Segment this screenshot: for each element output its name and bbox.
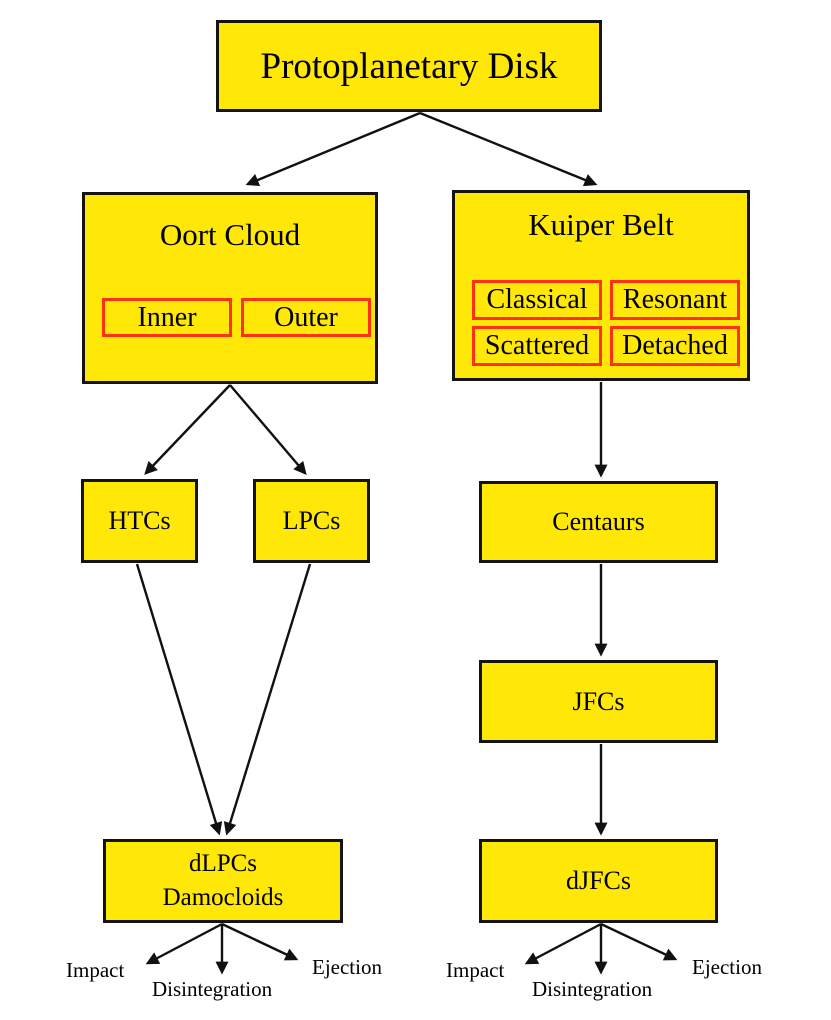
kuiper-sub-grid: Classical Resonant Scattered Detached: [472, 280, 740, 366]
node-centaurs: Centaurs: [479, 481, 718, 563]
node-jfcs: JFCs: [479, 660, 718, 743]
sub-box-scattered-label: Scattered: [484, 330, 590, 361]
node-oort-cloud: Oort Cloud Inner Outer: [82, 192, 378, 384]
node-kuiper-belt-label: Kuiper Belt: [528, 207, 674, 242]
sub-box-scattered: Scattered: [472, 326, 602, 366]
edge-dlpcs-to-impact: [145, 922, 223, 965]
sub-box-classical-label: Classical: [486, 284, 588, 315]
edge-htcs-to-dlpcs: [135, 563, 223, 836]
outcome-disintegration-left: Disintegration: [152, 977, 273, 1001]
node-dlpcs-damocloids: dLPCs Damocloids: [103, 839, 343, 923]
sub-box-classical: Classical: [472, 280, 602, 320]
node-htcs-label: HTCs: [108, 506, 171, 535]
outcome-ejection-left: Ejection: [312, 955, 382, 979]
outcome-impact-left: Impact: [66, 958, 125, 982]
node-protoplanetary-disk-label: Protoplanetary Disk: [260, 45, 558, 87]
oort-sub-row: Inner Outer: [102, 298, 371, 337]
node-kuiper-belt: Kuiper Belt Classical Resonant Scattered…: [452, 190, 750, 381]
sub-box-detached: Detached: [610, 326, 740, 366]
edge-dlpcs-to-ejection: [221, 922, 299, 961]
node-damocloids-label: Damocloids: [162, 884, 284, 911]
edge-lpcs-to-dlpcs: [223, 563, 312, 836]
outcome-ejection-right: Ejection: [692, 955, 762, 979]
edge-oort-to-htcs: [144, 384, 231, 475]
node-centaurs-label: Centaurs: [552, 507, 645, 536]
edge-oort-to-lpcs: [229, 384, 307, 475]
node-jfcs-label: JFCs: [572, 686, 625, 716]
node-djfcs-label: dJFCs: [565, 866, 632, 895]
sub-box-outer: Outer: [241, 298, 371, 337]
outcome-impact-right: Impact: [446, 958, 505, 982]
sub-box-resonant: Resonant: [610, 280, 740, 320]
sub-box-resonant-label: Resonant: [622, 284, 728, 315]
sub-box-inner: Inner: [102, 298, 232, 337]
edge-proto-to-oort: [245, 111, 421, 187]
node-oort-cloud-label: Oort Cloud: [159, 217, 301, 252]
edge-proto-to-kuiper: [419, 111, 598, 187]
node-protoplanetary-disk: Protoplanetary Disk: [216, 20, 602, 112]
sub-box-inner-label: Inner: [137, 301, 197, 333]
outcome-disintegration-right: Disintegration: [532, 977, 653, 1001]
sub-box-outer-label: Outer: [274, 301, 338, 333]
edge-djfcs-to-impact: [524, 922, 602, 965]
node-htcs: HTCs: [81, 479, 198, 563]
node-lpcs: LPCs: [253, 479, 370, 563]
edge-djfcs-to-ejection: [600, 922, 678, 961]
node-djfcs: dJFCs: [479, 839, 718, 923]
sub-box-detached-label: Detached: [622, 330, 728, 361]
node-dlpcs-label: dLPCs: [188, 850, 258, 878]
node-lpcs-label: LPCs: [282, 506, 341, 535]
